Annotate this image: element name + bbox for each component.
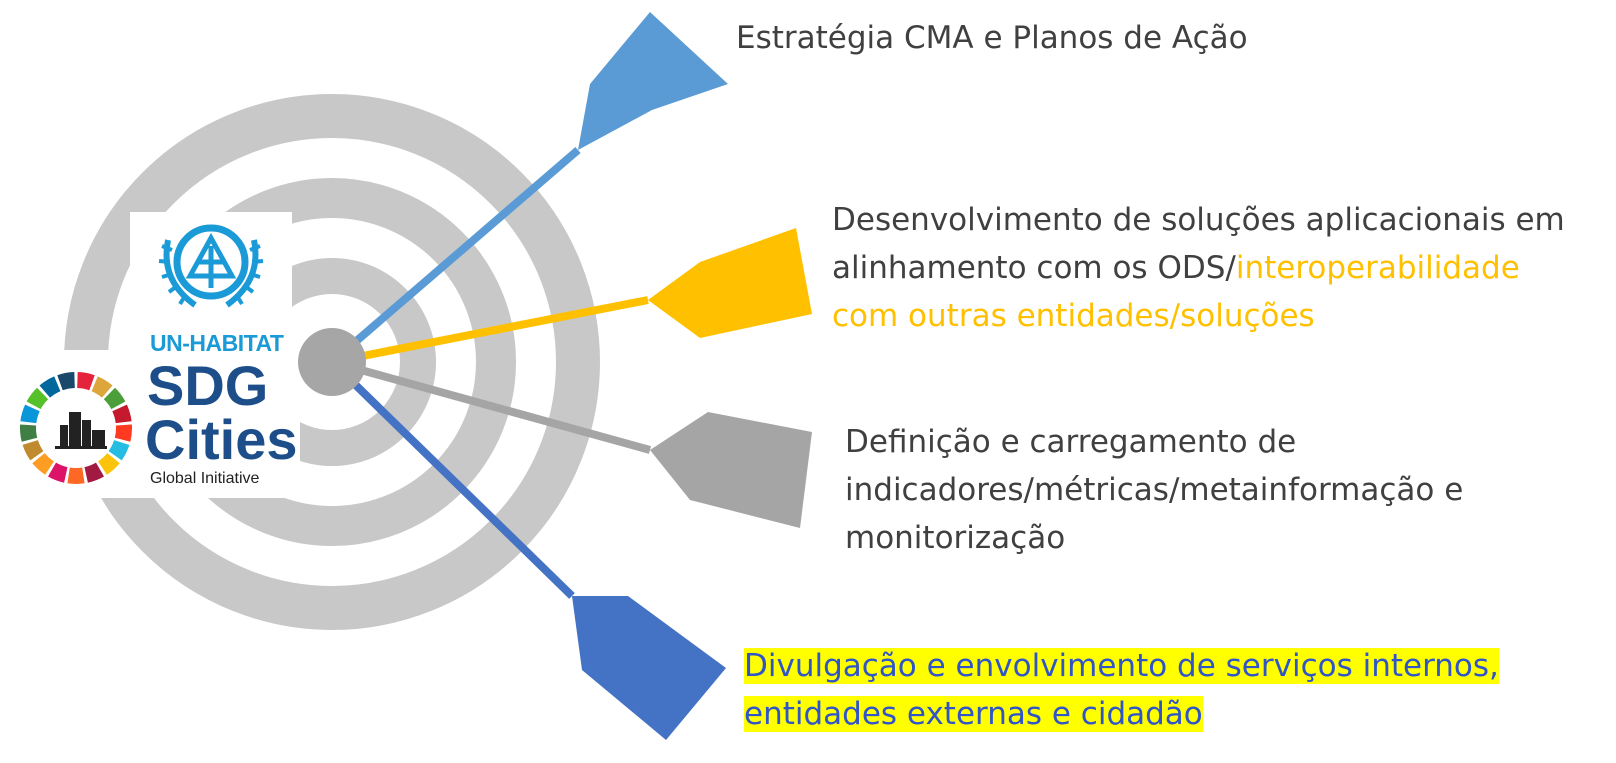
label-outreach-line1: Divulgação e envolvimento de serviços in… — [744, 648, 1499, 684]
arrow-shaft — [329, 359, 575, 599]
label-strategy-text: Estratégia CMA e Planos de Ação — [736, 20, 1248, 56]
sdg-wheel-segment — [67, 467, 85, 484]
sdg-wheel-segment — [108, 440, 130, 461]
label-solutions: Desenvolvimento de soluções aplicacionai… — [832, 196, 1565, 340]
label-solutions-accent2: com outras entidades/soluções — [832, 298, 1315, 334]
arrow-shaft — [329, 146, 581, 366]
arrow-shaft — [330, 358, 652, 454]
sdg-wheel-segment — [39, 376, 61, 398]
sdg-wheel-segment — [112, 404, 132, 424]
sdg-wheel-segment — [84, 462, 104, 483]
arrow-fletching — [572, 596, 726, 740]
label-solutions-accent1: interoperabilidade — [1235, 250, 1520, 286]
label-outreach: Divulgação e envolvimento de serviços in… — [744, 642, 1499, 738]
logo-brand-sdg: SDG — [147, 354, 269, 417]
sdg-wheel-segment — [19, 424, 38, 442]
sdg-wheel-segment — [98, 453, 120, 475]
label-solutions-line2-text: alinhamento com os ODS/ — [832, 250, 1236, 286]
label-indicators-line3: monitorização — [845, 520, 1066, 556]
un-habitat-emblem-icon — [158, 224, 264, 308]
sdg-wheel-segment — [57, 372, 75, 391]
label-indicators-line2: indicadores/métricas/metainformação e — [845, 472, 1464, 508]
arrow-outreach — [329, 359, 726, 740]
sdg-wheel-segment — [26, 387, 49, 410]
arrow-shaft — [331, 296, 649, 366]
sdg-wheel-segment — [20, 404, 40, 424]
label-solutions-line1: Desenvolvimento de soluções aplicacionai… — [832, 202, 1565, 238]
sdg-wheel-segment — [22, 440, 44, 461]
sdg-wheel-segment — [114, 424, 133, 442]
arrow-fletching — [648, 228, 812, 338]
label-outreach-line2: entidades externas e cidadão — [744, 696, 1203, 732]
label-indicators: Definição e carregamento de indicadores/… — [845, 418, 1463, 562]
label-solutions-line2: alinhamento com os ODS/interoperabilidad… — [832, 244, 1565, 292]
arrow-strategy — [329, 12, 728, 366]
logo-brand-cities: Cities — [145, 408, 298, 471]
logo-agency: UN-HABITAT — [150, 330, 284, 356]
label-strategy: Estratégia CMA e Planos de Ação — [736, 14, 1248, 62]
arrow-fletching — [650, 412, 812, 528]
sdg-wheel-segment — [48, 462, 68, 483]
sdg-wheel-segment — [103, 387, 126, 410]
bullseye-center — [298, 328, 366, 396]
city-buildings-icon — [55, 412, 107, 449]
sdg-wheel-segment — [91, 376, 113, 398]
arrow-indicators — [330, 358, 812, 528]
arrow-solutions — [331, 228, 812, 366]
sdg-wheel-segment — [77, 372, 95, 391]
logo-tagline: Global Initiative — [150, 470, 260, 487]
arrow-fletching — [578, 12, 728, 150]
sdg-wheel-segment — [32, 453, 54, 475]
sdg-wheel-icon — [19, 372, 133, 484]
label-indicators-line1: Definição e carregamento de — [845, 424, 1297, 460]
